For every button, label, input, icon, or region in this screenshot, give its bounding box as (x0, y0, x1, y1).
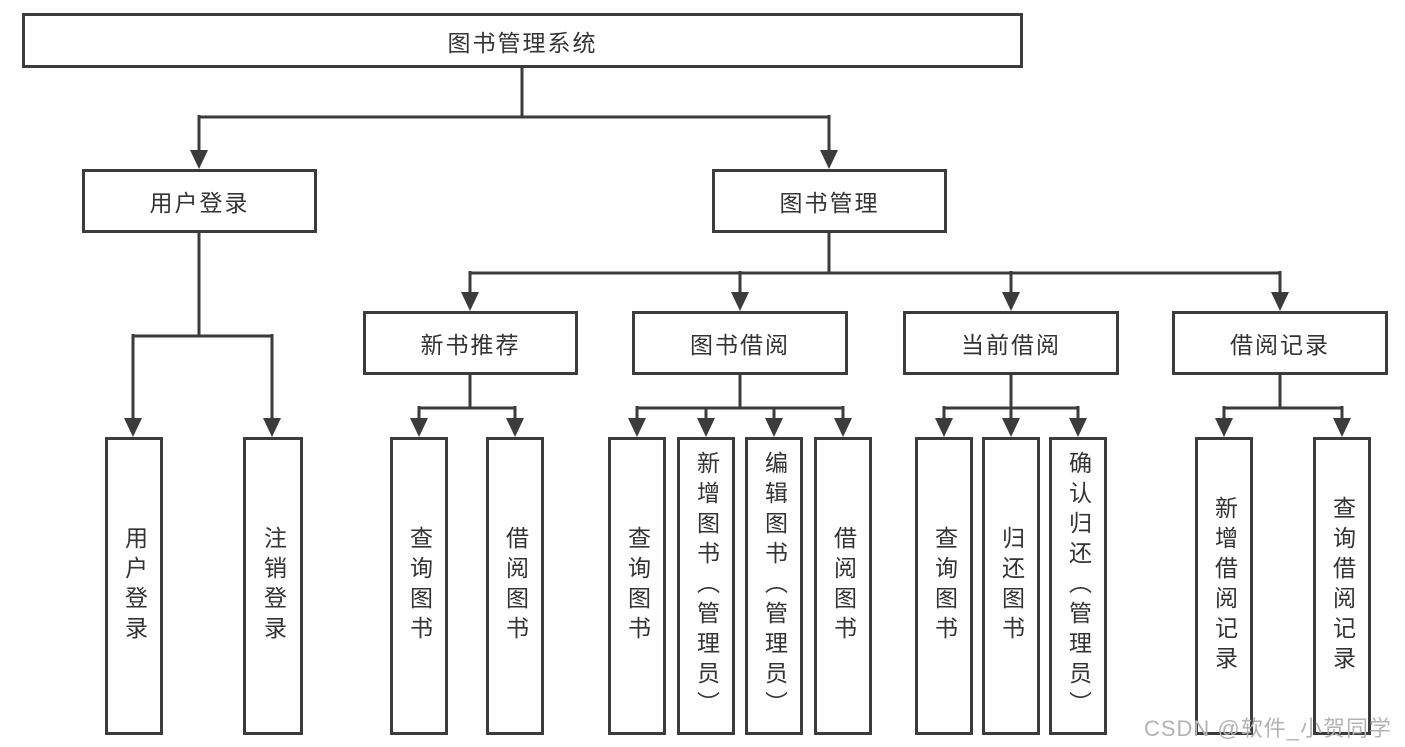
leaf-logout: 注销登录 (243, 437, 303, 735)
node-label: 借阅记录 (1230, 332, 1330, 358)
leaf-label: 借阅图书 (502, 526, 529, 646)
node-label: 当前借阅 (961, 332, 1061, 358)
node-book-borrow: 图书借阅 (632, 311, 848, 375)
leaf-borrow-books: 借阅图书 (814, 437, 872, 735)
node-label: 图书借阅 (690, 332, 790, 358)
node-user-login: 用户登录 (82, 169, 317, 233)
leaf-return-books: 归还图书 (982, 437, 1040, 735)
leaf-user-login: 用户登录 (105, 437, 163, 735)
leaf-add-borrow-record: 新增借阅记录 (1195, 437, 1253, 735)
leaf-add-books-admin: 新增图书（管理员） (677, 437, 735, 735)
leaf-label: 新增图书（管理员） (693, 451, 720, 721)
node-label: 用户登录 (149, 190, 250, 216)
leaf-query-borrow-record: 查询借阅记录 (1313, 437, 1371, 735)
node-label: 图书管理系统 (447, 29, 598, 56)
leaf-label: 确认归还（管理员） (1065, 451, 1092, 721)
node-label: 图书管理 (779, 190, 880, 216)
leaf-query-books-borrow: 查询图书 (608, 437, 666, 735)
leaf-label: 编辑图书（管理员） (761, 451, 788, 721)
leaf-label: 查询图书 (624, 526, 651, 646)
leaf-label: 借阅图书 (830, 526, 857, 646)
leaf-label: 注销登录 (260, 526, 287, 646)
leaf-borrow-books-recommend: 借阅图书 (486, 437, 544, 735)
leaf-label: 查询图书 (406, 526, 433, 646)
node-book-management: 图书管理 (712, 169, 947, 233)
leaf-confirm-return-admin: 确认归还（管理员） (1049, 437, 1107, 735)
node-label: 新书推荐 (420, 332, 521, 358)
node-current-borrow: 当前借阅 (903, 311, 1119, 375)
leaf-label: 归还图书 (998, 526, 1025, 646)
leaf-label: 查询借阅记录 (1329, 496, 1356, 676)
leaf-label: 新增借阅记录 (1211, 496, 1238, 676)
leaf-edit-books-admin: 编辑图书（管理员） (745, 437, 803, 735)
node-borrow-records: 借阅记录 (1172, 311, 1388, 375)
leaf-label: 用户登录 (121, 526, 148, 646)
leaf-query-books-recommend: 查询图书 (390, 437, 448, 735)
leaf-query-books-current: 查询图书 (915, 437, 973, 735)
node-new-book-recommend: 新书推荐 (363, 311, 578, 375)
leaf-label: 查询图书 (931, 526, 958, 646)
watermark: CSDN @软件_小贺同学 (1143, 716, 1392, 741)
node-library-management-system: 图书管理系统 (22, 13, 1023, 68)
